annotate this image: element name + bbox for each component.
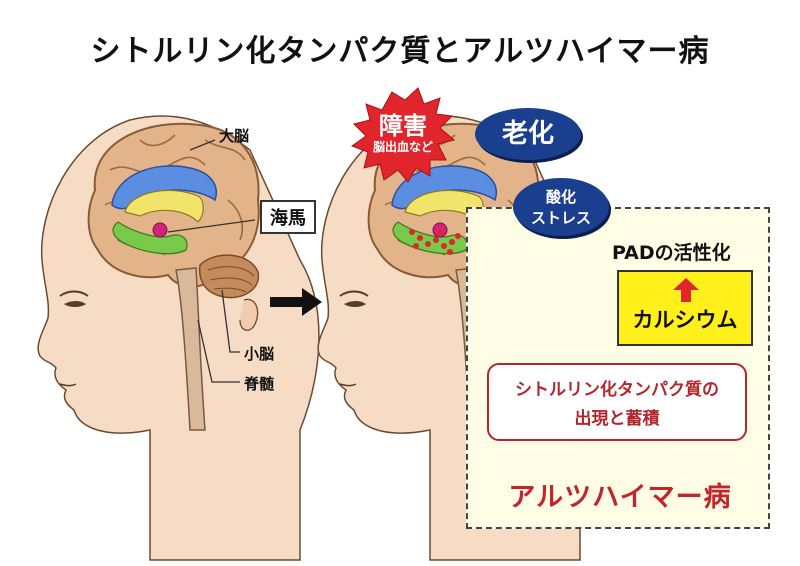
calcium-label: カルシウム (632, 308, 738, 332)
oxidative-line-2: ストレス (530, 209, 591, 227)
citrullinated-line-2: 出現と蓄積 (574, 409, 660, 429)
citrullinated-box: シトルリン化タンパク質の 出現と蓄積 (487, 363, 747, 441)
leader-lines (167, 139, 256, 383)
label-hippocampus: 海馬 (260, 200, 316, 234)
page-title: シトルリン化タンパク質とアルツハイマー病 (90, 34, 710, 69)
burst-main-text: 障害 (379, 112, 427, 140)
aging-badge: 老化 (475, 108, 581, 160)
label-spinal-cord: 脊髄 (244, 375, 275, 393)
pad-activation-label: PADの活性化 (612, 242, 731, 264)
damage-burst (350, 87, 456, 183)
alzheimer-label: アルツハイマー病 (508, 482, 732, 513)
oxidative-line-1: 酸化 (545, 188, 576, 206)
burst-sub-text: 脳出血など (372, 140, 433, 154)
oxidative-stress-badge: 酸化 ストレス (513, 178, 609, 236)
arrow-right-1-icon (270, 288, 322, 316)
label-cerebrum: 大脳 (219, 127, 250, 145)
citrullinated-line-1: シトルリン化タンパク質の (515, 380, 719, 400)
left-head-illustration (37, 114, 320, 562)
calcium-box: カルシウム (617, 270, 753, 346)
label-cerebellum: 小脳 (244, 345, 275, 363)
up-arrow-icon (673, 278, 699, 302)
plaque-dots (409, 229, 461, 255)
